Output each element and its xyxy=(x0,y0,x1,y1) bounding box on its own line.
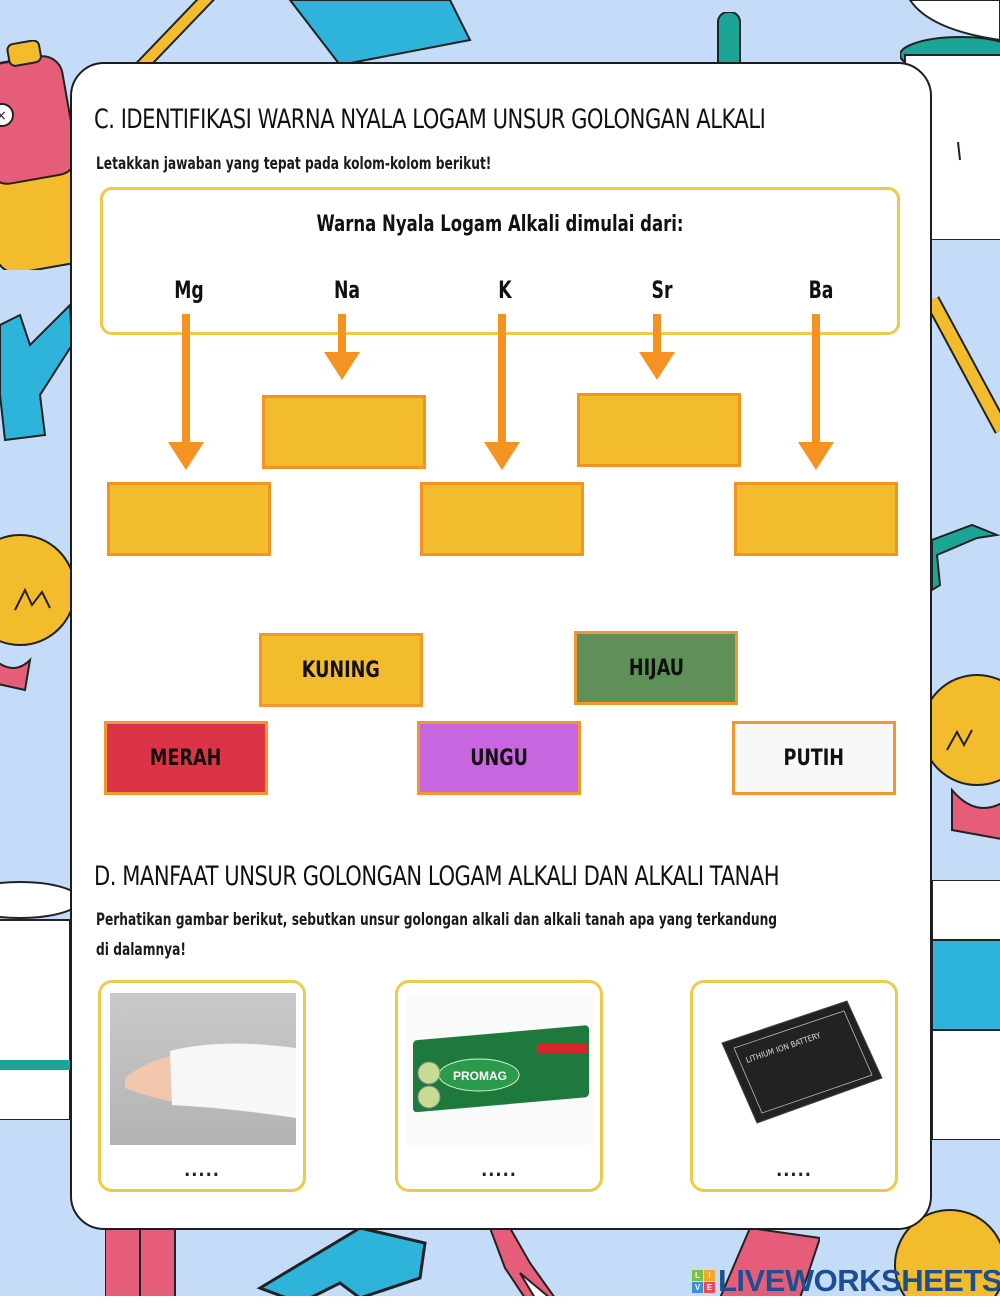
arrow-down-icon xyxy=(484,314,520,470)
svg-text:×: × xyxy=(0,108,7,124)
choice-kuning[interactable]: KUNING xyxy=(259,633,423,707)
element-order-title: Warna Nyala Logam Alkali dimulai dari: xyxy=(316,212,684,237)
answer-blank[interactable]: ..... xyxy=(481,1160,517,1181)
answer-slot-na[interactable] xyxy=(262,395,426,469)
answer-blank[interactable]: ..... xyxy=(184,1160,220,1181)
element-label-mg: Mg xyxy=(174,276,204,304)
dropper-illustration-icon xyxy=(488,1228,555,1296)
promag-tablet-image: PROMAG xyxy=(407,993,593,1145)
lightbulb-illustration-icon xyxy=(0,534,70,692)
battery-illustration-icon: × xyxy=(0,40,87,270)
answer-slot-mg[interactable] xyxy=(107,482,271,556)
svg-text:PROMAG: PROMAG xyxy=(453,1069,507,1083)
test-tube-illustration-icon xyxy=(105,1228,176,1296)
choice-label: HIJAU xyxy=(628,655,684,681)
element-label-ba: Ba xyxy=(808,276,834,304)
lightbulb-illustration-icon xyxy=(932,674,1000,840)
answer-slot-k[interactable] xyxy=(420,482,584,556)
arrow-down-icon xyxy=(324,314,360,380)
section-d-title: D. MANFAAT UNSUR GOLONGAN LOGAM ALKALI D… xyxy=(94,861,780,892)
answer-slot-ba[interactable] xyxy=(734,482,898,556)
element-label-sr: Sr xyxy=(651,276,673,304)
picture-card-battery: LITHIUM ION BATTERY ..... xyxy=(690,980,898,1192)
beaker-illustration-icon xyxy=(932,880,1000,1140)
worksheet-card: C. IDENTIFIKASI WARNA NYALA LOGAM UNSUR … xyxy=(70,62,932,1230)
choice-label: MERAH xyxy=(150,745,222,771)
section-c-title: C. IDENTIFIKASI WARNA NYALA LOGAM UNSUR … xyxy=(94,104,766,135)
live-logo-icon: L I V E xyxy=(692,1269,715,1293)
element-label-na: Na xyxy=(333,276,361,304)
choice-label: UNGU xyxy=(470,745,528,771)
lithium-battery-image: LITHIUM ION BATTERY xyxy=(702,993,888,1145)
section-c-instruction: Letakkan jawaban yang tepat pada kolom-k… xyxy=(96,154,492,174)
arrow-down-icon xyxy=(798,314,834,470)
choice-ungu[interactable]: UNGU xyxy=(417,721,581,795)
liveworksheets-logo[interactable]: L I V E LIVEWORKSHEETS xyxy=(692,1263,1000,1298)
element-label-k: K xyxy=(498,276,512,304)
picture-card-cast: ..... xyxy=(98,980,306,1192)
element-order-box: Warna Nyala Logam Alkali dimulai dari: M… xyxy=(100,187,900,335)
tube-illustration-icon xyxy=(717,12,741,67)
choice-label: KUNING xyxy=(301,657,381,683)
choice-merah[interactable]: MERAH xyxy=(104,721,268,795)
choice-label: PUTIH xyxy=(783,745,845,771)
choice-putih[interactable]: PUTIH xyxy=(732,721,896,795)
arrow-down-icon xyxy=(639,314,675,380)
beaker-illustration-icon xyxy=(0,881,72,1120)
section-d-instruction-line2: di dalamnya! xyxy=(96,940,186,960)
goggles-illustration-icon xyxy=(256,1228,427,1296)
arm-cast-image xyxy=(110,993,296,1145)
arrow-down-icon xyxy=(168,314,204,470)
tongs-illustration-icon xyxy=(932,523,1000,592)
brand-name: LIVEWORKSHEETS xyxy=(718,1263,1000,1298)
bottle-illustration-icon xyxy=(288,0,472,67)
choice-hijau[interactable]: HIJAU xyxy=(574,631,738,705)
glove-illustration-icon xyxy=(0,302,72,442)
lightbulb-illustration-icon xyxy=(894,1209,1000,1296)
answer-slot-sr[interactable] xyxy=(577,393,741,467)
answer-blank[interactable]: ..... xyxy=(776,1160,812,1181)
section-d-instruction-line1: Perhatikan gambar berikut, sebutkan unsu… xyxy=(96,910,778,930)
flask-illustration-icon xyxy=(719,1228,820,1296)
pencil-illustration-icon xyxy=(932,296,1000,434)
pencil-illustration-icon xyxy=(134,0,215,70)
picture-card-promag: PROMAG ..... xyxy=(395,980,603,1192)
